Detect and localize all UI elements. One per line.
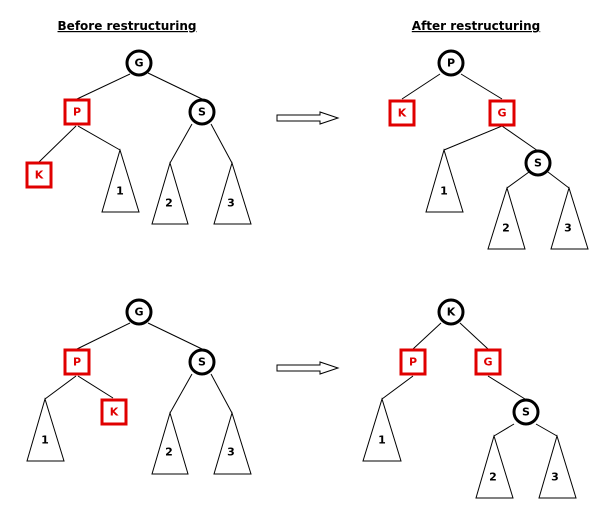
black-node [125,298,153,326]
black-node [524,149,552,177]
node-label: K [398,107,407,120]
red-node [474,348,502,376]
subtree-2 [475,434,514,499]
subtree-1 [101,148,140,213]
node-label: P [73,106,81,119]
right-arrow-icon [276,361,340,375]
subtree-3 [213,161,252,225]
black-node [512,398,540,426]
node-label: K [447,306,456,319]
subtree-label: 3 [551,471,559,484]
red-node [100,398,128,426]
black-node [188,98,216,126]
node-label: G [134,306,143,319]
subtree-3 [213,411,252,475]
node-label: G [483,356,492,369]
subtree-label: 1 [440,185,448,198]
subtree-label: 2 [165,446,173,459]
red-node [25,161,53,189]
subtree-1 [362,397,402,462]
subtree-1 [26,397,65,462]
subtree-label: 2 [165,197,173,210]
right-arrow-icon [276,111,340,125]
subtree-2 [151,411,189,475]
node-label: K [110,406,119,419]
case2-after-tree: 1 2 3 K P G S [362,298,577,499]
node-label: P [73,356,81,369]
black-node [437,49,465,77]
node-label: K [35,169,44,182]
subtree-3 [550,186,589,250]
node-label: G [134,57,143,70]
subtree-label: 1 [378,434,386,447]
subtree-label: 1 [41,434,49,447]
node-label: S [522,406,530,419]
subtree-label: 2 [489,471,497,484]
subtree-2 [487,186,526,250]
red-node [488,99,516,127]
subtree-label: 1 [116,185,124,198]
case1-after-tree: 1 2 3 P K G S [388,49,589,250]
subtree-label: 3 [227,446,235,459]
red-node [388,99,416,127]
node-label: P [409,356,417,369]
black-node [125,49,153,77]
black-node [188,348,216,376]
subtree-label: 3 [227,197,235,210]
red-node [63,98,91,126]
subtree-2 [151,161,189,225]
subtree-1 [425,148,464,213]
subtree-label: 2 [502,222,510,235]
subtree-label: 3 [564,222,572,235]
before-title: Before restructuring [58,19,197,33]
node-label: G [497,107,506,120]
subtree-3 [538,434,577,499]
node-label: P [447,57,455,70]
after-title: After restructuring [412,19,540,33]
case1-before-tree: 1 2 3 G P S K [25,49,252,225]
node-label: S [534,157,542,170]
case2-before-tree: 1 2 3 G P S K [26,298,252,475]
black-node [437,298,465,326]
red-node [399,348,427,376]
node-label: S [198,356,206,369]
red-node [63,348,91,376]
node-label: S [198,106,206,119]
